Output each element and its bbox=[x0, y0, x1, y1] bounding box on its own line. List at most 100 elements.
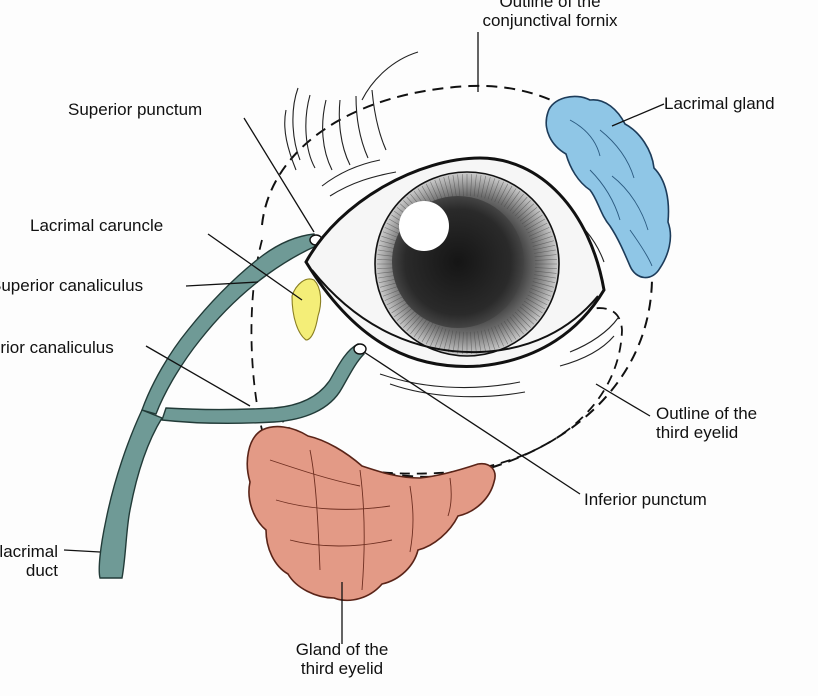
lacrimal-duct-system bbox=[98, 233, 365, 579]
iris-stria bbox=[534, 254, 557, 258]
iris-stria bbox=[512, 314, 528, 332]
iris-stria bbox=[452, 331, 457, 353]
iris-stria bbox=[487, 328, 496, 350]
superior-canaliculus-shape bbox=[141, 233, 317, 415]
iris-stria bbox=[503, 188, 517, 208]
iris-stria bbox=[500, 322, 513, 343]
iris-stria bbox=[403, 311, 420, 328]
inferior-punctum-shape bbox=[353, 343, 367, 355]
iris-stria bbox=[461, 331, 464, 354]
iris-stria bbox=[470, 331, 473, 354]
label-outline-third-eyelid: Outline of the third eyelid bbox=[656, 404, 758, 442]
iris-stria bbox=[514, 200, 531, 217]
iris-stria bbox=[487, 178, 496, 200]
iris-stria bbox=[430, 181, 440, 203]
iris-stria bbox=[443, 329, 450, 352]
iris-stria bbox=[497, 183, 509, 204]
iris-stria bbox=[425, 324, 437, 345]
label-nasolacrimal-duct: Nasolacrimal duct bbox=[0, 542, 58, 580]
conjunctival-fornix-outline bbox=[261, 84, 654, 478]
iris-stria bbox=[532, 240, 555, 247]
iris-stria bbox=[438, 178, 447, 200]
lacrimal-gland-lobules bbox=[569, 119, 653, 267]
iris-stria bbox=[497, 324, 509, 345]
iris-stria bbox=[484, 329, 491, 352]
iris-stria bbox=[525, 218, 546, 231]
eyelash-hatching bbox=[284, 51, 619, 398]
iris-stria bbox=[438, 328, 447, 350]
iris-stria bbox=[452, 175, 457, 197]
iris-stria bbox=[534, 267, 557, 270]
iris-stria bbox=[528, 227, 550, 237]
iris-stria bbox=[410, 316, 425, 335]
iris-stria bbox=[399, 309, 417, 325]
iris-stria bbox=[406, 314, 422, 332]
iris-stria bbox=[506, 191, 521, 210]
iris-stria bbox=[506, 318, 521, 337]
iris-stria bbox=[531, 284, 553, 293]
lacrimal-caruncle-shape bbox=[291, 278, 322, 341]
iris-stria bbox=[421, 322, 434, 343]
label-inferior-punctum: Inferior punctum bbox=[584, 490, 707, 509]
iris-stria bbox=[509, 316, 524, 335]
iris-stria bbox=[525, 297, 546, 310]
iris-stria bbox=[521, 303, 540, 318]
iris-stria bbox=[517, 203, 535, 219]
iris-stria bbox=[477, 175, 482, 197]
iris-stria bbox=[434, 327, 443, 349]
iris-stria bbox=[534, 258, 557, 261]
iris-stria bbox=[534, 270, 557, 274]
iris-stria bbox=[532, 281, 555, 288]
label-conjunctival-fornix: Outline of the conjunctival fornix bbox=[482, 0, 618, 30]
third-eyelid-gland-lobules bbox=[269, 449, 452, 591]
iris-stria bbox=[480, 175, 487, 198]
iris-stria bbox=[519, 306, 538, 321]
iris-stria bbox=[503, 320, 517, 340]
iris-stria bbox=[473, 174, 477, 197]
iris-stria bbox=[484, 176, 491, 199]
label-lacrimal-caruncle: Lacrimal caruncle bbox=[30, 216, 164, 235]
label-lacrimal-gland: Lacrimal gland bbox=[664, 94, 775, 113]
label-inferior-canaliculus: Inferior canaliculus bbox=[0, 338, 114, 357]
iris-stria bbox=[519, 207, 538, 222]
iris-stria bbox=[534, 249, 556, 254]
iris-stria bbox=[477, 331, 482, 353]
iris-stria bbox=[417, 320, 431, 340]
nasolacrimal-duct-shape bbox=[98, 409, 164, 579]
iris-stria bbox=[396, 306, 415, 321]
iris-stria bbox=[457, 331, 461, 354]
iris-stria bbox=[533, 277, 556, 284]
iris-stria bbox=[533, 244, 556, 251]
iris-stria bbox=[480, 330, 487, 353]
iris-stria bbox=[534, 274, 556, 279]
iris-stria bbox=[473, 331, 477, 354]
iris-stria bbox=[509, 193, 524, 212]
third-eyelid-gland-shape bbox=[246, 425, 496, 602]
iris-stria bbox=[494, 181, 504, 203]
iris-stria bbox=[447, 330, 454, 353]
iris-stria bbox=[523, 300, 543, 314]
iris-stria bbox=[500, 185, 513, 206]
iris-stria bbox=[530, 288, 552, 297]
iris-stria bbox=[514, 311, 531, 328]
iris-stria bbox=[434, 179, 443, 201]
inferior-canaliculus-shape bbox=[161, 343, 365, 424]
iris-stria bbox=[491, 327, 500, 349]
iris-stria bbox=[461, 174, 464, 197]
iris-stria bbox=[527, 294, 548, 306]
iris-stria bbox=[470, 174, 473, 197]
iris-stria bbox=[430, 325, 440, 347]
leader-lines bbox=[63, 32, 665, 644]
iris-stria bbox=[425, 183, 437, 204]
corneal-highlight bbox=[399, 201, 449, 251]
iris-stria bbox=[443, 176, 450, 199]
lower-lid-line bbox=[311, 269, 599, 354]
label-superior-canaliculus: Superior canaliculus bbox=[0, 276, 144, 295]
iris-stria bbox=[457, 174, 461, 197]
label-gland-third-eyelid: Gland of the third eyelid bbox=[295, 640, 389, 678]
iris-stria bbox=[517, 309, 535, 325]
iris-stria bbox=[494, 325, 504, 347]
iris-stria bbox=[512, 196, 528, 214]
